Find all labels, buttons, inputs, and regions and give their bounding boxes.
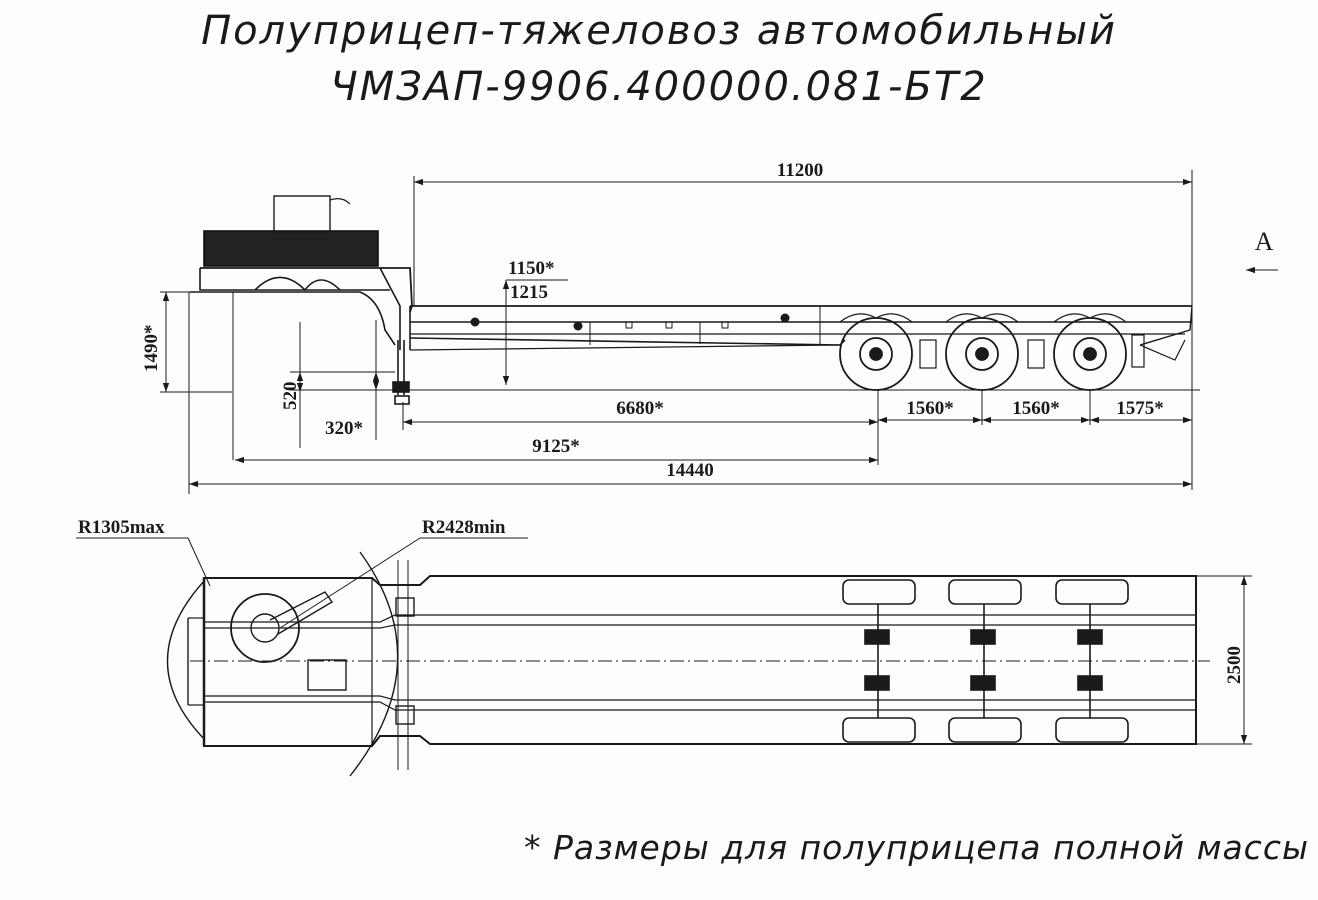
dim-axle-spacing-2: 1560* [1012,398,1060,419]
radius-front-label: R1305max [78,517,165,538]
drawing-title-line-1: Полуприцеп-тяжеловоз автомобильный [201,8,1117,54]
side-view-dimension-lines [160,170,1278,494]
wheels [839,313,1145,391]
gooseneck [190,195,413,460]
dim-platform-length: 11200 [777,160,823,181]
view-marker-label: A [1255,227,1274,256]
side-view: 11200 1150* 1215 1490* 520 320* 6680* 15… [141,160,1278,494]
footnote: * Размеры для полуприцепа полной массы [524,828,1310,867]
dim-axle-spacing-1: 1560* [906,398,954,419]
dim-platform-height-a: 1150* [508,258,554,279]
dim-coupling-height: 1490* [141,325,162,373]
dim-support-offset: 320* [325,418,363,439]
dim-kingpin-to-axle: 6680* [616,398,664,419]
dim-wheelbase: 9125* [532,436,580,457]
dim-rear-overhang: 1575* [1116,398,1164,419]
drawing-title-line-2: ЧМЗАП-9906.400000.081-БТ2 [330,64,988,110]
plan-width-label: 2500 [1224,646,1245,684]
plan-radius-lines [76,537,1252,777]
radius-turn-label: R2428min [422,517,506,538]
plan-axles [842,579,1129,743]
dim-support-height: 520 [280,382,301,411]
dim-total-length: 14440 [666,460,714,481]
dim-platform-height-b: 1215 [510,282,548,303]
plan-view: R1305max R2428min 2500 [76,517,1252,777]
